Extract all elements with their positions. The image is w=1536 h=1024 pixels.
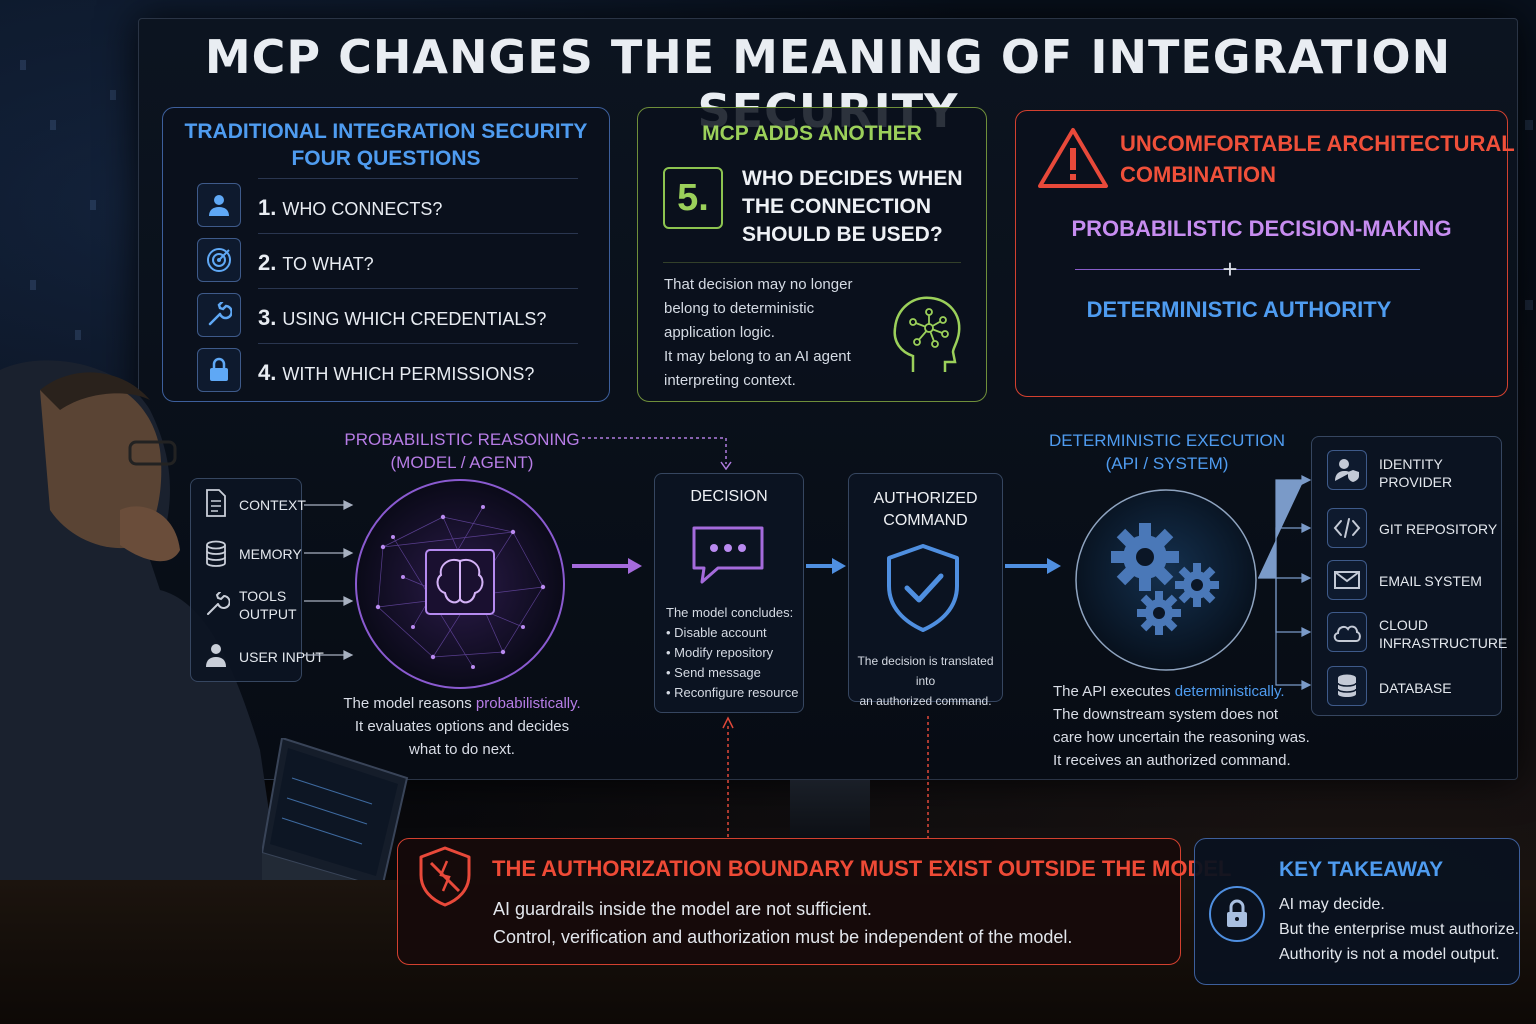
question-2: 2.TO WHAT?	[258, 250, 374, 275]
decision-heading: DECISION	[690, 488, 768, 505]
input-arrows	[304, 495, 354, 670]
mail-icon	[1327, 560, 1367, 600]
person-silhouette	[0, 330, 300, 1024]
authorized-command-box	[848, 473, 1003, 702]
identity-icon	[1327, 450, 1367, 490]
takeaway-lock-icon	[1208, 885, 1266, 948]
traditional-heading: TRADITIONAL INTEGRATION SECURITY FOUR QU…	[184, 120, 588, 170]
question-3: 3.USING WHICH CREDENTIALS?	[258, 305, 547, 330]
monitor-stand	[790, 780, 870, 840]
input-user: USER INPUT	[239, 649, 324, 665]
boundary-connectors	[720, 714, 934, 845]
user-icon	[197, 183, 241, 227]
reasoning-to-decision-connector	[582, 436, 732, 475]
blue-arrow-2	[1005, 556, 1063, 581]
warning-panel	[1015, 110, 1508, 397]
cloud-icon	[1327, 612, 1367, 652]
reasoning-heading: PROBABILISTIC REASONING (MODEL / AGENT)	[344, 430, 580, 472]
blue-arrow-1	[806, 556, 848, 581]
target-icon	[197, 238, 241, 282]
system-database: DATABASE	[1379, 680, 1452, 696]
deterministic-label: DETERMINISTIC AUTHORITY	[1086, 297, 1392, 322]
lock-icon	[197, 348, 241, 392]
database-icon	[1327, 666, 1367, 706]
mcp-question: WHO DECIDES WHEN THE CONNECTION SHOULD B…	[742, 167, 963, 246]
takeaway-heading: KEY TAKEAWAY	[1279, 858, 1444, 881]
document-icon	[204, 488, 228, 523]
neural-network-sphere	[353, 477, 567, 696]
execution-caption: The API executes deterministically. The …	[1053, 683, 1310, 769]
chat-bubble-icon	[688, 522, 768, 593]
inputs-box	[190, 478, 302, 682]
ai-head-icon	[883, 290, 967, 381]
gears-sphere	[1073, 487, 1259, 678]
plus-sign: +	[1222, 254, 1238, 284]
reasoning-caption: The model reasons probabilistically. It …	[343, 695, 581, 758]
decision-box	[654, 473, 804, 713]
memory-icon	[204, 540, 228, 573]
warning-triangle-icon	[1037, 126, 1109, 195]
shield-check-icon	[883, 542, 963, 639]
warning-divider	[1075, 269, 1420, 270]
number-five-badge: 5.	[663, 167, 723, 229]
code-icon	[1327, 508, 1367, 548]
key-takeaway-panel	[1194, 838, 1520, 985]
system-email: EMAIL SYSTEM	[1379, 573, 1482, 589]
user-input-icon	[205, 642, 227, 673]
question-4: 4.WITH WHICH PERMISSIONS?	[258, 360, 535, 385]
system-git-repository: GIT REPOSITORY	[1379, 521, 1498, 537]
input-context: CONTEXT	[239, 497, 306, 513]
question-1: 1.WHO CONNECTS?	[258, 195, 443, 220]
probabilistic-label: PROBABILISTIC DECISION-MAKING	[1071, 216, 1452, 241]
mcp-panel	[637, 107, 987, 402]
takeaway-body: AI may decide.But the enterprise must au…	[1279, 896, 1520, 963]
warning-heading: UNCOMFORTABLE ARCHITECTURAL COMBINATION	[1120, 131, 1515, 187]
mcp-heading: MCP ADDS ANOTHER	[702, 122, 922, 145]
execution-heading: DETERMINISTIC EXECUTION(API / SYSTEM)	[1048, 431, 1286, 473]
tools-wrench-icon	[204, 591, 231, 623]
boundary-heading: THE AUTHORIZATION BOUNDARY MUST EXIST OU…	[492, 856, 1232, 881]
boundary-body: AI guardrails inside the model are not s…	[493, 899, 1073, 947]
fanout-arrows	[1258, 470, 1312, 700]
decision-list: The model concludes: • Disable account •…	[666, 605, 799, 700]
wrench-icon	[197, 293, 241, 337]
broken-shield-icon	[417, 845, 473, 912]
purple-flow-arrow	[572, 556, 644, 581]
input-memory: MEMORY	[239, 546, 302, 562]
authorization-boundary-panel	[397, 838, 1181, 965]
